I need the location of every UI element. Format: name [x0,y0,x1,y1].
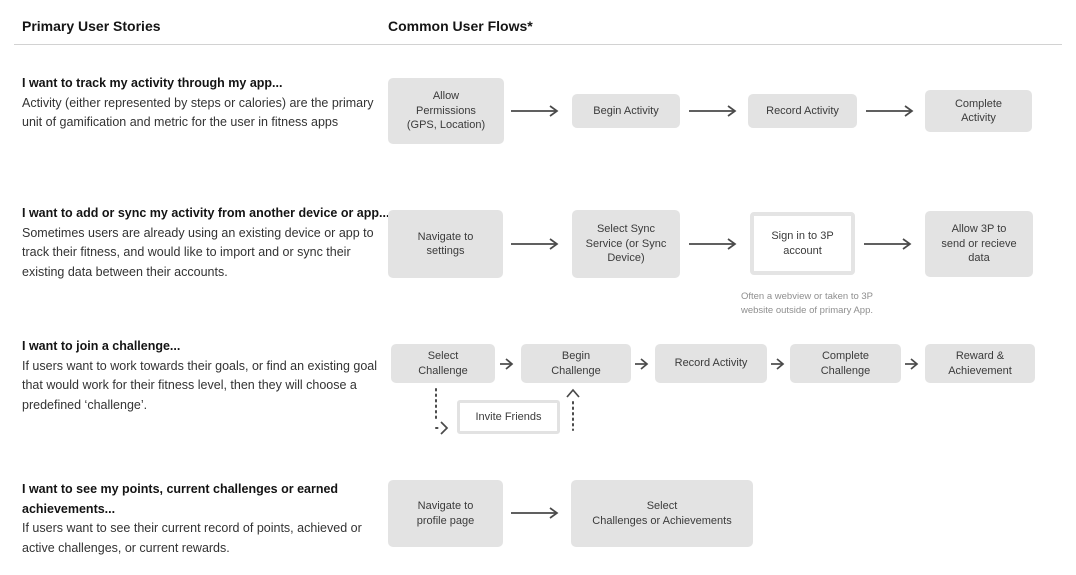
dotted-up-arrow-icon [565,388,581,432]
story-body: Activity (either represented by steps or… [22,95,374,130]
common-user-flows-heading: Common User Flows* [388,18,533,34]
flow-step-record-activity: Record Activity [748,94,857,128]
flow-step-reward-achievement: Reward & Achievement [925,344,1035,383]
flow-step-begin-activity: Begin Activity [572,94,680,128]
flow-step-allow-permissions: Allow Permissions (GPS, Location) [388,78,504,144]
flow-step-sign-in-3p: Sign in to 3P account [750,212,855,275]
story-join-challenge: I want to join a challenge... If users w… [22,337,390,415]
story-body: If users want to work towards their goal… [22,358,378,412]
story-body: Sometimes users are already using an exi… [22,225,374,279]
flow-step-complete-activity: Complete Activity [925,90,1032,132]
story-track-activity: I want to track my activity through my a… [22,74,390,133]
flow-step-record-activity-challenge: Record Activity [655,344,767,383]
sign-in-webview-note: Often a webview or taken to 3P website o… [740,291,874,316]
arrow-right-icon [688,238,740,250]
flow-step-navigate-profile: Navigate to profile page [388,480,503,547]
primary-user-stories-heading: Primary User Stories [22,18,161,34]
flow-step-allow-3p-data: Allow 3P to send or recieve data [925,211,1033,277]
flow-step-invite-friends: Invite Friends [457,400,560,434]
story-title: I want to join a challenge... [22,339,181,353]
flow-step-select-challenges-achievements: Select Challenges or Achievements [571,480,753,547]
story-title: I want to track my activity through my a… [22,76,283,90]
flow-step-select-sync-service: Select Sync Service (or Sync Device) [572,210,680,278]
dotted-elbow-arrow-icon [430,387,452,437]
arrow-right-icon [510,238,562,250]
arrow-right-icon [904,358,922,370]
arrow-right-icon [863,238,915,250]
flow-step-navigate-settings: Navigate to settings [388,210,503,278]
arrow-right-icon [688,105,740,117]
story-body: If users want to see their current recor… [22,521,362,555]
story-title: I want to see my points, current challen… [22,482,339,516]
flow-step-complete-challenge: Complete Challenge [790,344,901,383]
arrow-right-icon [634,358,652,370]
arrow-right-icon [510,105,562,117]
arrow-right-icon [510,507,562,519]
arrow-right-icon [865,105,917,117]
flow-step-begin-challenge: Begin Challenge [521,344,631,383]
story-see-points: I want to see my points, current challen… [22,480,390,558]
story-title: I want to add or sync my activity from a… [22,206,390,220]
story-sync-activity: I want to add or sync my activity from a… [22,204,390,282]
arrow-right-icon [770,358,788,370]
arrow-right-icon [499,358,517,370]
flow-step-select-challenge: Select Challenge [391,344,495,383]
header-divider [14,44,1062,45]
